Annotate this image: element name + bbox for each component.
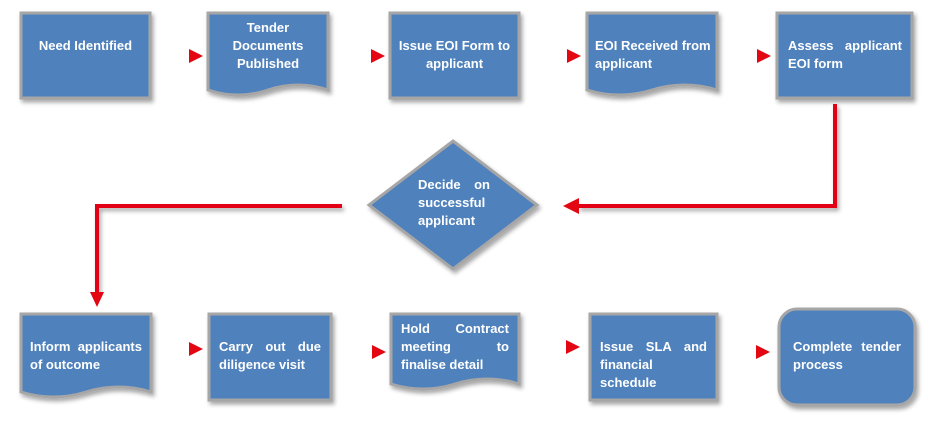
due-diligence-box	[207, 312, 333, 402]
arrow-inform-to-diligence	[159, 342, 203, 356]
inform-applicants-label: Inform applicants of outcome	[30, 339, 142, 372]
issue-sla-box	[588, 312, 719, 402]
need-identified-label: Need Identified	[38, 38, 133, 53]
hold-contract-label: Hold Contract meeting to finalise detail	[401, 321, 509, 372]
arrow-contract-to-sla	[536, 340, 580, 354]
due-diligence-label: Carry out due diligence visit	[219, 339, 321, 372]
arrow-tender-to-issue	[341, 49, 385, 63]
assess-applicant-label: Assess applicant EOI form	[788, 38, 902, 71]
issue-eoi-form-box	[388, 11, 521, 100]
arrow-issue-to-received	[530, 49, 581, 63]
eoi-received-label: EOI Received from applicant	[595, 38, 711, 71]
arrow-sla-to-complete	[726, 345, 770, 359]
tender-documents-box	[206, 11, 330, 97]
hold-contract-box	[389, 312, 521, 391]
arrow-need-to-tender	[158, 49, 203, 63]
need-identified-box	[19, 11, 152, 100]
issue-sla-label: Issue SLA and financial schedule	[600, 339, 707, 390]
arrow-assess-to-decide	[563, 104, 837, 214]
eoi-received-box	[585, 11, 719, 97]
tender-documents-label: Tender Documents Published	[232, 20, 304, 71]
complete-tender-label: Complete tender process	[793, 339, 901, 372]
complete-tender-box	[777, 307, 917, 407]
decide-label: Decide on successful applicant	[418, 177, 490, 228]
arrow-diligence-to-contract	[342, 345, 386, 359]
issue-eoi-form-label: Issue EOI Form to applicant	[398, 38, 511, 71]
arrow-received-to-assess	[727, 49, 771, 63]
decide-diamond	[366, 139, 540, 271]
inform-applicants-box	[19, 312, 153, 399]
assess-applicant-box	[775, 11, 914, 100]
arrow-decide-to-inform	[90, 204, 342, 307]
